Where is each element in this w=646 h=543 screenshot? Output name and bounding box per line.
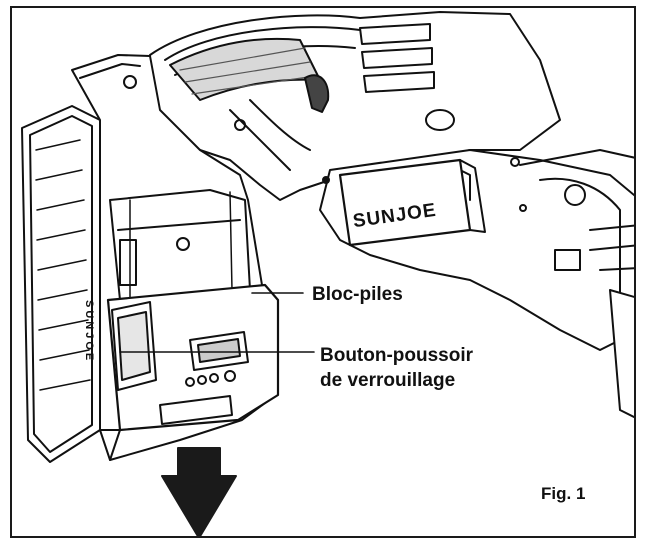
battery-pack-drawing — [21, 54, 280, 463]
label-battery-pack: Bloc-piles — [312, 284, 403, 305]
label-lock-button-line1: Bouton-poussoir — [320, 345, 474, 366]
battery-side-logo: SUNJOE — [83, 300, 95, 363]
down-arrow-icon — [161, 447, 237, 536]
label-lock-button-line2: de verrouillage — [320, 370, 456, 391]
blade-housing — [319, 149, 634, 419]
figure-frame — [10, 6, 636, 538]
figure-number: Fig. 1 — [541, 484, 586, 503]
